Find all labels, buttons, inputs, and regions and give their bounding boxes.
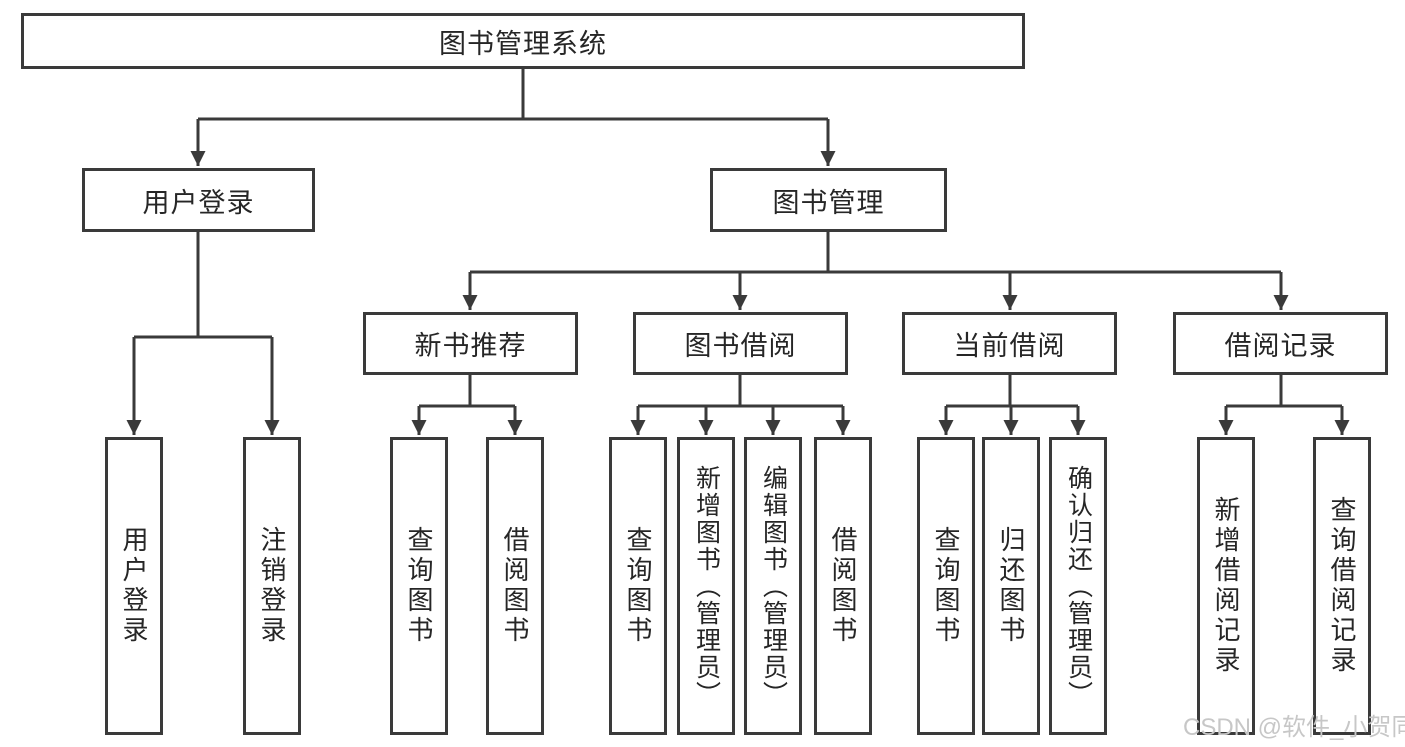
node-user-login: 用户登录 <box>82 168 315 232</box>
leaf-query-borrow-record: 查询借阅记录 <box>1313 437 1371 735</box>
leaf-label: 新增图书（管理员） <box>692 464 721 708</box>
edge-book-management-to-level3 <box>462 232 1289 310</box>
leaf-return-book: 归还图书 <box>982 437 1040 735</box>
edge-current-borrow-to-leaves <box>938 375 1086 435</box>
node-book-borrow: 图书借阅 <box>633 312 848 375</box>
leaf-add-borrow-record: 新增借阅记录 <box>1197 437 1255 735</box>
leaf-logout: 注销登录 <box>243 437 301 735</box>
leaf-label: 查询图书 <box>404 526 434 646</box>
leaf-confirm-return-admin: 确认归还（管理员） <box>1049 437 1107 735</box>
edge-borrow-records-to-leaves <box>1218 375 1350 435</box>
leaf-label: 借阅图书 <box>828 526 858 646</box>
node-library-management-system: 图书管理系统 <box>21 13 1025 69</box>
leaf-query-book-borrow: 查询图书 <box>609 437 667 735</box>
edge-user-login-to-leaves <box>126 232 280 435</box>
leaf-label: 归还图书 <box>996 526 1026 646</box>
leaf-add-book-admin: 新增图书（管理员） <box>677 437 735 735</box>
leaf-query-book-recommend: 查询图书 <box>390 437 448 735</box>
edge-book-borrow-to-leaves <box>630 375 851 435</box>
node-label: 借阅记录 <box>1224 331 1337 361</box>
edge-root-to-level2 <box>190 69 836 166</box>
leaf-label: 查询借阅记录 <box>1327 496 1357 676</box>
leaf-label: 确认归还（管理员） <box>1064 464 1093 708</box>
node-borrow-records: 借阅记录 <box>1173 312 1388 375</box>
leaf-edit-book-admin: 编辑图书（管理员） <box>744 437 802 735</box>
leaf-label: 查询图书 <box>623 526 653 646</box>
leaf-label: 编辑图书（管理员） <box>759 464 788 708</box>
leaf-label: 借阅图书 <box>500 526 530 646</box>
node-label: 图书管理系统 <box>439 28 607 59</box>
leaf-label: 新增借阅记录 <box>1211 496 1241 676</box>
node-book-management: 图书管理 <box>710 168 947 232</box>
leaf-query-book-current: 查询图书 <box>917 437 975 735</box>
leaf-borrow-book: 借阅图书 <box>814 437 872 735</box>
leaf-label: 查询图书 <box>931 526 961 646</box>
node-label: 图书借阅 <box>684 331 797 361</box>
node-label: 用户登录 <box>142 187 255 218</box>
csdn-watermark: CSDN @软件_小贺同学 <box>1183 714 1405 741</box>
node-label: 图书管理 <box>772 187 885 218</box>
leaf-label: 注销登录 <box>257 526 287 646</box>
leaf-label: 用户登录 <box>119 526 149 646</box>
leaf-user-login: 用户登录 <box>105 437 163 735</box>
leaf-borrow-book-recommend: 借阅图书 <box>486 437 544 735</box>
node-new-book-recommend: 新书推荐 <box>363 312 578 375</box>
node-label: 当前借阅 <box>953 331 1066 361</box>
node-label: 新书推荐 <box>414 331 527 361</box>
node-current-borrow: 当前借阅 <box>902 312 1117 375</box>
edge-new-book-recommend-to-leaves <box>411 375 523 435</box>
